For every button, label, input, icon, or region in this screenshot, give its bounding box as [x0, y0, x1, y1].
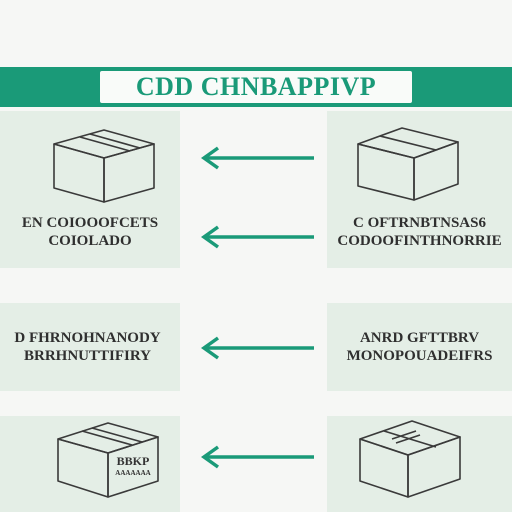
right-label-2-line-2: MONOPOUADEIFRS	[346, 348, 493, 364]
left-label-2-line-1: D FHRNOHNANODY	[14, 330, 161, 346]
right-label-1-line-2: CODOOFINTHNORRIE	[337, 233, 502, 249]
title-box: CDD CHNBAPPIVP	[100, 71, 412, 103]
arrow-left-icon	[200, 445, 314, 469]
box-icon	[57, 422, 159, 498]
right-label-1-line-1: C OFTRNBTNSAS6	[353, 215, 486, 231]
left-panel-2	[0, 303, 180, 391]
left-panel-3	[0, 416, 180, 512]
left-label-1-line-2: COIOLADO	[48, 233, 132, 249]
left-label-2-line-2: BRRHNUTTIFIRY	[24, 348, 151, 364]
right-label-2: ANRD GFTTBRV MONOPOUADEIFRS	[327, 329, 512, 365]
box-stamp-line-1: BBKP	[116, 454, 150, 468]
right-panel-1	[327, 111, 512, 268]
right-panel-3	[327, 416, 512, 512]
arrow-left-icon	[200, 225, 314, 249]
arrow-left-icon	[200, 146, 314, 170]
right-label-1: C OFTRNBTNSAS6 CODOOFINTHNORRIE	[327, 214, 512, 250]
box-stamp: BBKP AAAAAAA	[108, 455, 158, 479]
diagram-title: CDD CHNBAPPIVP	[135, 72, 377, 101]
arrow-left-icon	[200, 336, 314, 360]
box-icon	[357, 127, 459, 201]
left-label-2: D FHRNOHNANODY BRRHNUTTIFIRY	[0, 329, 175, 365]
left-label-1-line-1: EN COIOOOFCETS	[21, 215, 159, 231]
left-label-1: EN COIOOOFCETS COIOLADO	[0, 214, 180, 250]
box-icon	[53, 129, 155, 203]
box-stamp-line-2: AAAAAAA	[115, 469, 151, 477]
right-panel-2	[327, 303, 512, 391]
right-label-2-line-1: ANRD GFTTBRV	[359, 330, 480, 346]
title-banner: CDD CHNBAPPIVP	[0, 67, 512, 107]
box-icon	[359, 420, 461, 498]
